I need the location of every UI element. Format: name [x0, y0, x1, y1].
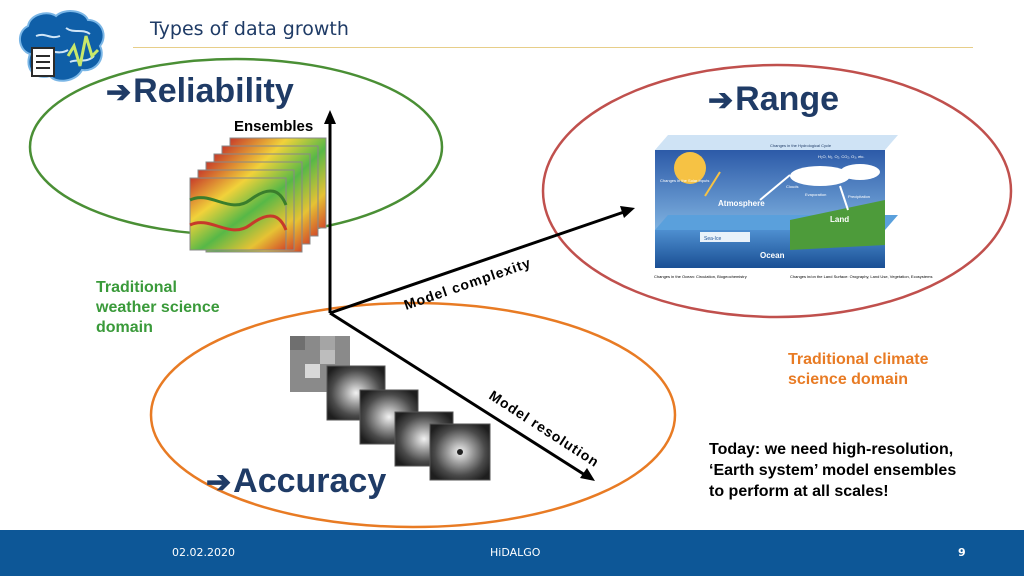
- arrow-head-icon: [620, 206, 635, 218]
- weather-domain-line: domain: [96, 319, 153, 336]
- diagram-label-ocean: Ocean: [760, 251, 785, 260]
- arrow-right-icon: ➔: [708, 84, 734, 117]
- arrow-right-icon: ➔: [106, 76, 132, 109]
- earth-system-diagram: Atmosphere Ocean Land Sea-Ice Changes in…: [654, 135, 932, 279]
- range-heading: ➔Range: [708, 80, 839, 119]
- accuracy-label: Accuracy: [233, 462, 387, 500]
- hidalgo-brain-logo: [19, 10, 105, 82]
- footer-bar: 02.02.2020 HiDALGO 9: [0, 530, 1024, 576]
- footer-org: HiDALGO: [490, 546, 541, 559]
- diagram-label-hydro: Changes in the Hydrological Cycle: [770, 143, 832, 148]
- cyclone-image-sequence: [290, 336, 491, 481]
- diagram-label-land: Land: [830, 215, 849, 224]
- weather-domain-line: weather science: [96, 299, 220, 316]
- model-complexity-label: Model complexity: [402, 254, 533, 313]
- weather-domain-line: Traditional: [96, 279, 177, 296]
- diagram-label-land-change: Changes in/on the Land Surface: Orograph…: [790, 274, 932, 279]
- today-note: Today: we need high-resolution, ‘Earth s…: [709, 439, 956, 502]
- diagram-label-precipitation: Precipitation: [848, 194, 870, 199]
- diagram-label-ocean-change: Changes in the Ocean: Circulation, Bioge…: [654, 274, 747, 279]
- data-growth-diagram: Atmosphere Ocean Land Sea-Ice Changes in…: [28, 57, 1013, 529]
- climate-domain-line: Traditional climate: [788, 351, 929, 368]
- ensemble-heatmap-stack: [189, 137, 327, 253]
- today-note-line: Today: we need high-resolution,: [709, 441, 954, 458]
- footer-date: 02.02.2020: [172, 546, 235, 559]
- today-note-line: ‘Earth system’ model ensembles: [709, 462, 957, 479]
- diagram-label-solar: Changes in the Solar Inputs: [660, 178, 709, 183]
- accuracy-heading: ➔Accuracy: [206, 462, 386, 501]
- diagram-label-gases: H₂O, N₂, O₂, CO₂, O₃, etc.: [818, 154, 865, 159]
- sun-icon: [674, 152, 706, 184]
- ensembles-label: Ensembles: [234, 118, 314, 135]
- axes: [324, 110, 635, 481]
- arrow-right-icon: ➔: [206, 466, 232, 499]
- page-number: 9: [958, 546, 966, 559]
- diagram-label-sea-ice: Sea-Ice: [704, 236, 721, 242]
- diagram-label-evaporation: Evaporation: [805, 192, 826, 197]
- range-label: Range: [735, 80, 840, 118]
- land-block: [790, 200, 885, 250]
- cloud-icon: [840, 164, 880, 180]
- arrow-head-icon: [580, 468, 595, 481]
- sea-ice-block: [700, 232, 750, 242]
- climate-domain-label: Traditional climate science domain: [788, 350, 928, 390]
- cloud-icon: [790, 166, 850, 186]
- climate-domain-line: science domain: [788, 371, 909, 388]
- title-divider: [133, 47, 973, 48]
- document-icon: [31, 47, 55, 77]
- accuracy-ellipse: [149, 301, 677, 529]
- model-complexity-axis: [329, 210, 625, 315]
- reliability-label: Reliability: [133, 72, 294, 110]
- today-note-line: to perform at all scales!: [709, 483, 889, 500]
- arrow-head-icon: [324, 110, 336, 124]
- diagram-label-clouds: Clouds: [786, 184, 798, 189]
- model-resolution-label: Model resolution: [486, 387, 602, 470]
- model-resolution-axis: [329, 311, 586, 477]
- weather-domain-label: Traditional weather science domain: [96, 278, 220, 338]
- reliability-heading: ➔Reliability: [106, 72, 294, 111]
- slide-title: Types of data growth: [150, 18, 349, 40]
- range-ellipse: [541, 63, 1013, 319]
- diagram-label-atmosphere: Atmosphere: [718, 199, 765, 208]
